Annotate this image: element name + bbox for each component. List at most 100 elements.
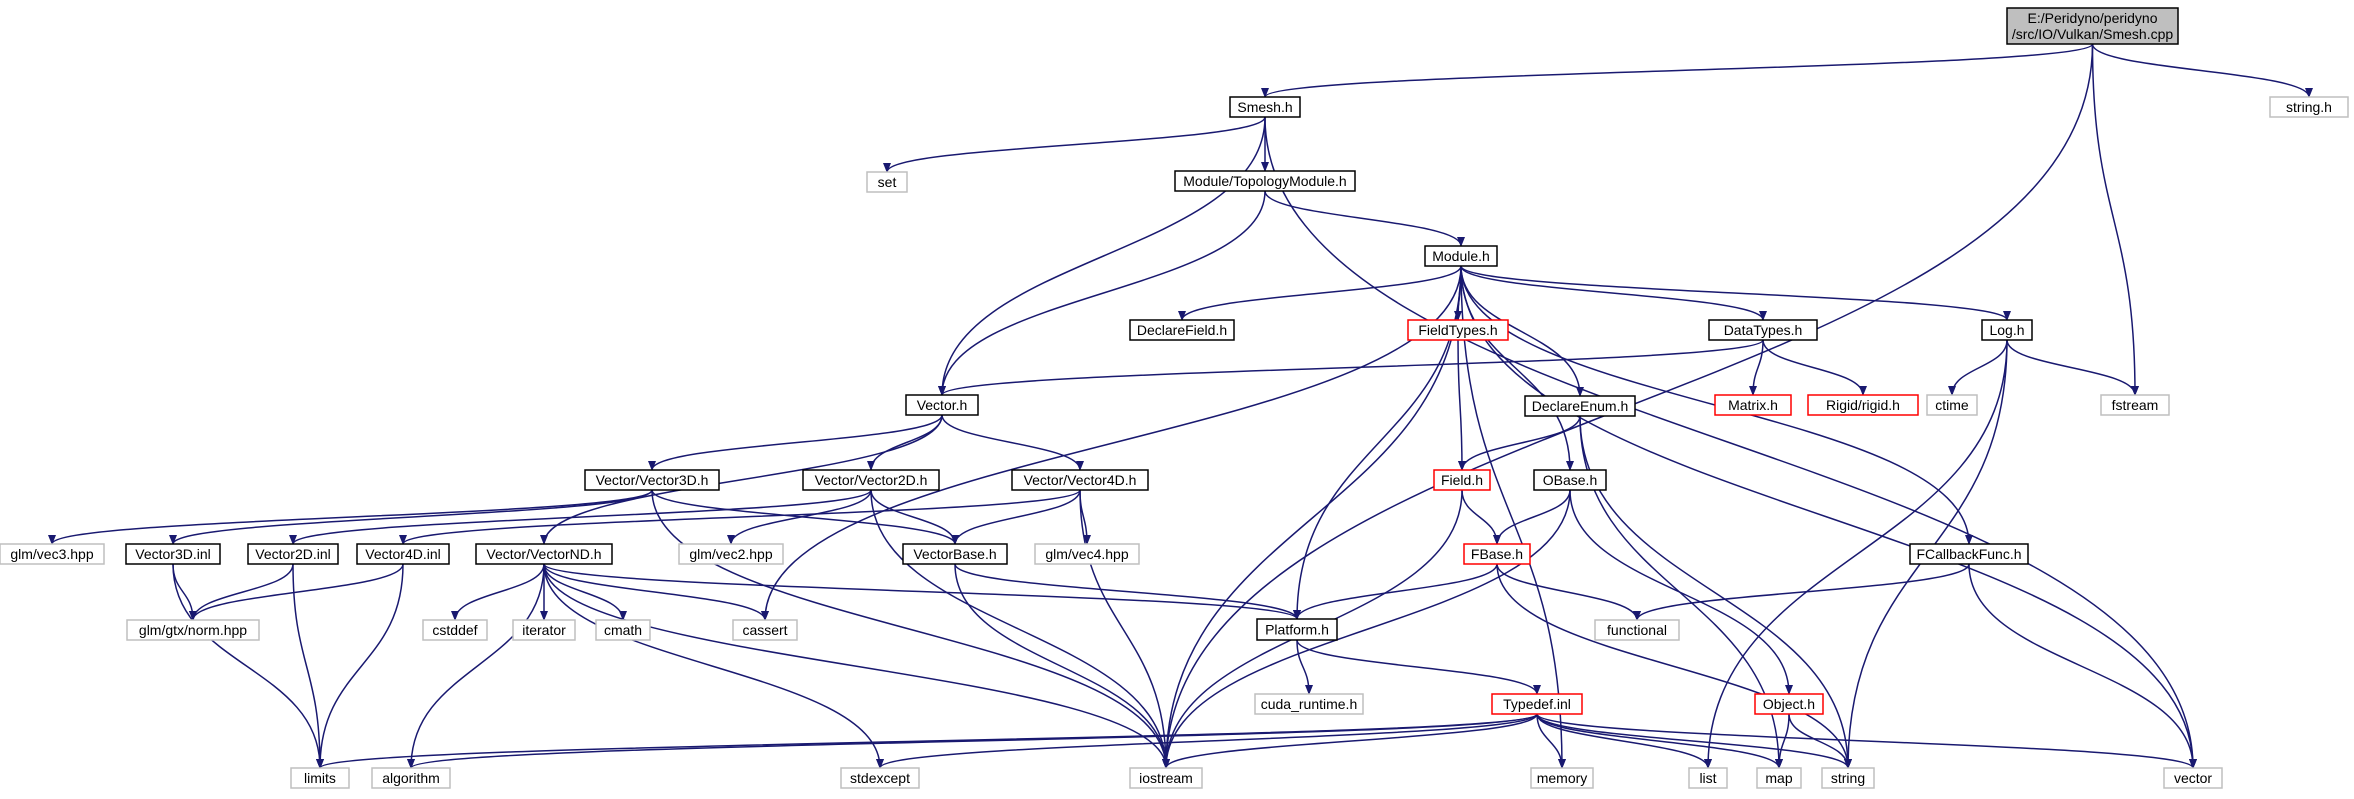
node-label: glm/vec4.hpp [1045,546,1128,562]
node-iterator[interactable]: iterator [512,619,576,641]
edge-vector4d_inl-to-glm_norm [189,563,404,621]
node-label: Vector/Vector4D.h [1024,472,1137,488]
dependency-edges [48,43,2313,769]
edge-vector2d_inl-to-limits [292,563,324,769]
node-rigid-h[interactable]: Rigid/rigid.h [1807,394,1919,416]
node-label: algorithm [382,770,440,786]
edge-vector3d_inl-to-limits [172,563,324,769]
node-stdexcept[interactable]: stdexcept [840,767,920,789]
node-algorithm[interactable]: algorithm [371,767,451,789]
node-vector4d-h[interactable]: Vector/Vector4D.h [1011,469,1149,491]
node-label: cmath [604,622,642,638]
node-label: DeclareEnum.h [1532,398,1629,414]
node-label: DeclareField.h [1137,322,1227,338]
node-limits[interactable]: limits [290,767,350,789]
edge-smesh_cpp-to-string_h [2091,43,2313,98]
edge-data_types-to-vector_h [938,339,1764,396]
node-obase-h[interactable]: OBase.h [1533,469,1607,491]
node-declare-field[interactable]: DeclareField.h [1129,319,1235,341]
node-field-h[interactable]: Field.h [1433,469,1491,491]
node-label: Module.h [1432,248,1490,264]
node-fstream[interactable]: fstream [2100,394,2170,416]
node-vector3d-inl[interactable]: Vector3D.inl [125,543,221,565]
node-vectornd-h[interactable]: Vector/VectorND.h [475,543,613,565]
node-label: Typedef.inl [1503,696,1571,712]
node-box [1491,693,1583,715]
node-matrix-h[interactable]: Matrix.h [1714,394,1792,416]
node-label: Vector/VectorND.h [486,546,601,562]
node-smesh-h[interactable]: Smesh.h [1229,96,1301,118]
edge-module_h-to-data_types [1460,265,1767,321]
node-vector4d-inl[interactable]: Vector4D.inl [356,543,450,565]
node-glm-norm[interactable]: glm/gtx/norm.hpp [126,619,260,641]
node-glm-vec2[interactable]: glm/vec2.hpp [678,543,784,565]
node-label: Vector/Vector3D.h [596,472,709,488]
node-memory[interactable]: memory [1530,767,1594,789]
node-string[interactable]: string [1821,767,1875,789]
node-box [595,619,651,641]
node-label: Vector2D.inl [255,546,330,562]
node-vector[interactable]: vector [2163,767,2223,789]
node-label: Vector/Vector2D.h [815,472,928,488]
node-map[interactable]: map [1756,767,1802,789]
node-label: string.h [2286,99,2332,115]
node-log-h[interactable]: Log.h [1981,319,2033,341]
node-box [1714,394,1792,416]
node-functional[interactable]: functional [1594,619,1680,641]
node-vector2d-inl[interactable]: Vector2D.inl [247,543,339,565]
node-label: memory [1537,770,1588,786]
edge-vector3d_h-to-glm_vec3 [48,489,653,545]
node-declare-enum[interactable]: DeclareEnum.h [1524,395,1636,417]
node-box [1407,319,1509,341]
node-vector2d-h[interactable]: Vector/Vector2D.h [802,469,940,491]
edge-smesh_h-to-vector [1264,116,2197,769]
node-fbase-h[interactable]: FBase.h [1463,543,1531,565]
node-box [840,767,920,789]
node-fcallback[interactable]: FCallbackFunc.h [1909,543,2029,565]
node-string-h[interactable]: string.h [2269,96,2349,118]
node-cassert[interactable]: cassert [732,619,798,641]
node-box [1433,469,1491,491]
node-label: FieldTypes.h [1418,322,1497,338]
node-box [1011,469,1149,491]
node-set[interactable]: set [866,171,908,193]
node-cstddef[interactable]: cstddef [422,619,488,641]
node-label: VectorBase.h [913,546,996,562]
node-glm-vec4[interactable]: glm/vec4.hpp [1034,543,1140,565]
node-cmath[interactable]: cmath [595,619,651,641]
node-data-types[interactable]: DataTypes.h [1708,319,1818,341]
edge-platform_h-to-typedef_inl [1296,639,1541,695]
node-label: Vector4D.inl [365,546,440,562]
node-module-h[interactable]: Module.h [1424,245,1498,267]
node-label: glm/vec3.hpp [10,546,93,562]
edge-log_h-to-list [1704,339,2008,769]
node-smesh-cpp[interactable]: E:/Peridyno/peridyno/src/IO/Vulkan/Smesh… [2006,7,2179,45]
node-label: Matrix.h [1728,397,1778,413]
node-label: set [878,174,897,190]
node-label: Log.h [1989,322,2024,338]
node-label: Vector.h [917,397,968,413]
node-vector-h[interactable]: Vector.h [905,394,979,416]
node-object-h[interactable]: Object.h [1754,693,1824,715]
node-vector-base[interactable]: VectorBase.h [902,543,1008,565]
node-ctime[interactable]: ctime [1926,394,1978,416]
file-nodes: E:/Peridyno/peridyno/src/IO/Vulkan/Smesh… [0,7,2349,789]
edge-smesh_h-to-vector_h [938,116,1266,396]
node-vector3d-h[interactable]: Vector/Vector3D.h [584,469,720,491]
node-topology-module[interactable]: Module/TopologyModule.h [1174,170,1356,192]
node-field-types[interactable]: FieldTypes.h [1407,319,1509,341]
node-glm-vec3[interactable]: glm/vec3.hpp [0,543,105,565]
node-label: DataTypes.h [1724,322,1803,338]
node-label: glm/gtx/norm.hpp [139,622,247,638]
node-typedef-inl[interactable]: Typedef.inl [1491,693,1583,715]
edge-vector2d_inl-to-glm_norm [189,563,294,621]
node-iostream[interactable]: iostream [1129,767,1203,789]
edge-obase_h-to-fbase_h [1493,489,1571,545]
edge-vector3d_h-to-vector3d_inl [169,489,653,545]
node-platform-h[interactable]: Platform.h [1256,618,1338,641]
edge-vectornd_h-to-iostream [543,563,1170,769]
node-cuda-runtime[interactable]: cuda_runtime.h [1254,693,1364,715]
node-list[interactable]: list [1688,767,1728,789]
node-box [1688,767,1728,789]
edge-field_h-to-fbase_h [1461,489,1501,545]
